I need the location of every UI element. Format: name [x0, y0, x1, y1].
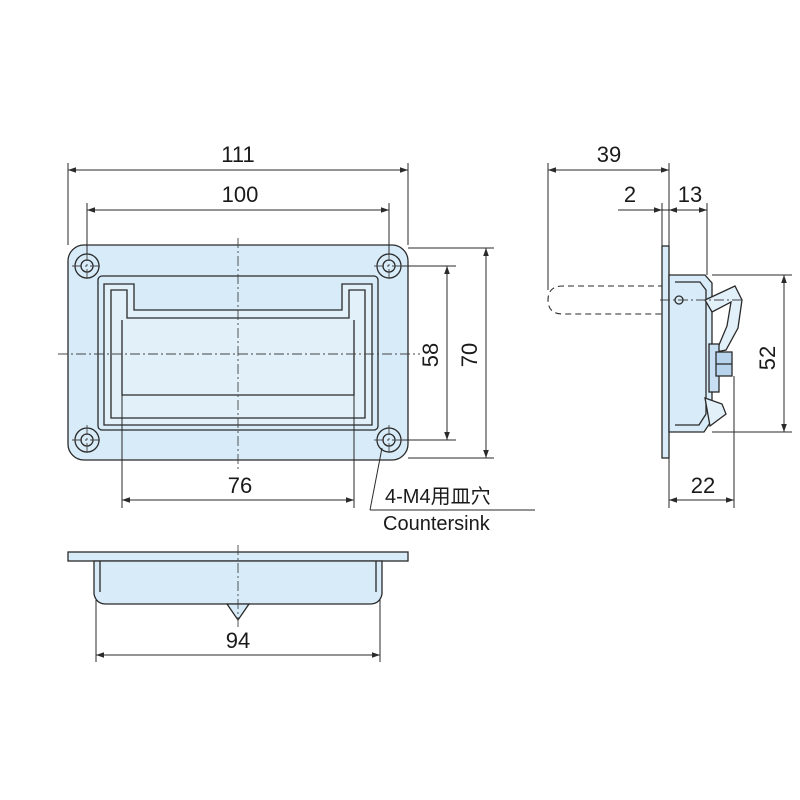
spring-latch-lower	[704, 397, 727, 428]
dim-label-overall-width: 111	[221, 142, 254, 167]
dimension-100: 100	[86, 182, 390, 254]
dim-label-hole-pitch-height: 58	[418, 343, 443, 367]
dim-label-hole-pitch-width: 100	[222, 182, 259, 207]
dim-label-handle-width: 76	[228, 473, 252, 498]
dimension-39: 39	[547, 142, 670, 290]
dimension-52: 52	[712, 274, 792, 433]
bottom-view	[67, 545, 409, 628]
dimension-58: 58	[402, 265, 456, 441]
handle-inner	[110, 289, 366, 419]
dim-label-plate-thickness: 2	[624, 182, 636, 207]
dim-label-handle-offset: 13	[678, 182, 702, 207]
dim-label-side-projection: 22	[691, 473, 715, 498]
hole-spec-label: 4-M4用皿穴	[385, 485, 491, 508]
side-view	[547, 245, 744, 459]
front-view	[58, 238, 420, 472]
side-plate	[661, 245, 670, 459]
dim-label-bottom-width: 94	[226, 628, 250, 653]
hole-spec-english-label: Countersink	[383, 513, 491, 535]
countersink-leader: 4-M4用皿穴 Countersink	[369, 447, 535, 535]
dimension-111: 111	[67, 142, 409, 245]
dim-label-side-depth: 39	[597, 142, 621, 167]
dimension-22: 22	[668, 376, 735, 508]
dim-label-side-height: 52	[755, 346, 780, 370]
handle-phantom	[547, 285, 664, 315]
dim-label-overall-height: 70	[457, 343, 482, 367]
dimension-76: 76	[121, 395, 355, 508]
dimension-94: 94	[95, 600, 381, 662]
dimension-2-13: 2 13	[618, 182, 708, 275]
dimension-70: 70	[408, 247, 494, 459]
spring-latch	[704, 285, 743, 353]
